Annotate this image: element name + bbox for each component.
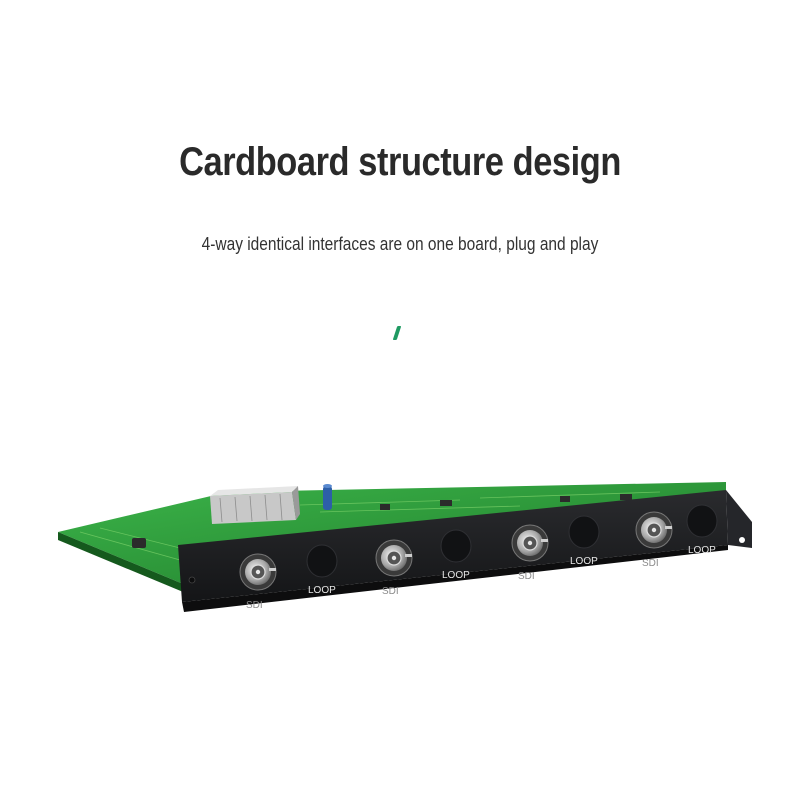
loop-label: LOOP: [442, 570, 470, 581]
loop-label: LOOP: [308, 585, 336, 596]
loop-label: LOOP: [570, 556, 598, 567]
sdi-port-group: SDI LOOP: [511, 515, 600, 582]
sdi-port-group: SDI LOOP: [635, 504, 718, 569]
bnc-connector-icon: [511, 524, 549, 562]
sdi-label: SDI: [518, 571, 535, 582]
page-subtitle: 4-way identical interfaces are on one bo…: [201, 234, 599, 254]
blue-capacitor: [323, 484, 332, 510]
page-title: Cardboard structure design: [179, 140, 621, 184]
loop-port-hole: [568, 515, 600, 549]
sdi-label: SDI: [382, 586, 399, 597]
loop-port-hole: [306, 544, 338, 578]
sdi-port-group: SDI LOOP: [239, 544, 338, 611]
loop-port-hole: [440, 529, 472, 563]
bnc-connector-icon: [239, 553, 277, 591]
sdi-port-group: SDI LOOP: [375, 529, 472, 597]
metal-connector-block: [210, 486, 300, 524]
bnc-connector-icon: [375, 539, 413, 577]
ports-layer: SDI LOOP SDI LOOP SDI LOOP SDI LOOP: [239, 504, 718, 611]
sdi-label: SDI: [642, 558, 659, 569]
sdi-label: SDI: [246, 600, 263, 611]
loop-label: LOOP: [688, 545, 716, 556]
loop-port-hole: [686, 504, 718, 538]
bnc-connector-icon: [635, 511, 673, 549]
